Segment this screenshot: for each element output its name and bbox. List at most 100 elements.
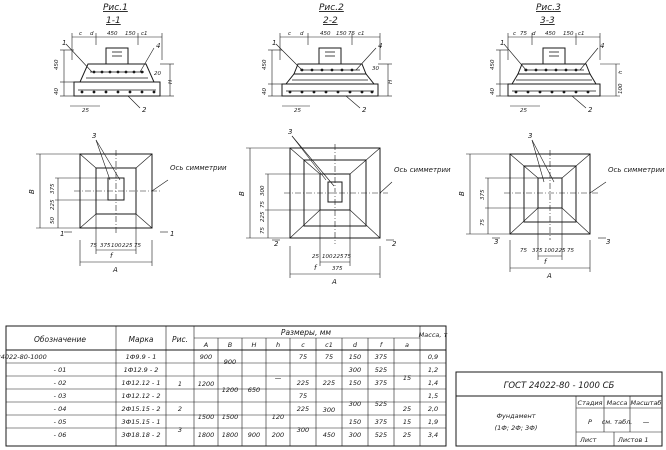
cell-designation-6: - 06 — [54, 431, 67, 439]
figure-2-plan-callout-3: 3 — [288, 128, 292, 136]
cell-f-2: 375 — [375, 379, 387, 387]
cell-h-120: 120 — [272, 413, 284, 421]
figure-1-dim-right-20: 20 — [154, 71, 161, 77]
figure-1-callout-1: 1 — [62, 39, 66, 47]
cell-c-2: 225 — [297, 379, 309, 387]
figure-2-dim-right-30: 30 — [372, 66, 379, 72]
figure-1: Рис.1 1-1 c d 450 150 c1 — [28, 3, 227, 274]
cell-a-15: 15 — [403, 374, 411, 382]
figure-2-plan-dim-225b: 225 — [333, 254, 344, 260]
figure-2-plan-dim-75c: 75 — [344, 254, 351, 260]
figure-2-callout-2: 2 — [362, 106, 367, 114]
figure-1-dim-right-H: H — [168, 80, 174, 84]
figure-2-section: 2-2 — [323, 16, 338, 26]
cell-f-6: 525 — [375, 431, 387, 439]
cell-mark-2: 1Ф12.12 - 1 — [122, 379, 161, 387]
table-header-mass: Масса, т — [419, 331, 448, 339]
cell-h-dash: — — [275, 374, 282, 382]
table-header-sizes: Размеры, мм — [281, 328, 331, 337]
cell-B-6: 1800 — [222, 431, 239, 439]
cell-mark-3: 1Ф12.12 - 2 — [122, 392, 161, 400]
cell-A-1500: 1500 — [198, 413, 215, 421]
figure-1-plan-dim-75b: 75 — [134, 243, 141, 249]
figure-2-dim-75: 75 — [348, 31, 355, 37]
title-product-sub: (1Ф; 2Ф; 3Ф) — [495, 424, 538, 432]
figure-3-plan-label-f: f — [544, 258, 548, 266]
figure-2-plan-dim-225: 225 — [260, 211, 266, 222]
figure-2-plan-dim-75: 75 — [260, 201, 266, 208]
figure-1-plan-label-A: A — [112, 266, 118, 274]
figure-3-plan-label-A: A — [546, 272, 552, 280]
size-header-3: h — [276, 341, 280, 349]
figure-3: Рис.3 3-3 c 75 d 450 150 c1 — [458, 3, 665, 280]
cell-d-1: 300 — [349, 366, 361, 374]
figure-2-dim-right-H: H — [388, 80, 394, 84]
cell-mass-6: 3,4 — [428, 431, 438, 439]
cell-fig-1: 1 — [178, 380, 182, 388]
cell-d-0: 150 — [349, 353, 361, 361]
cell-c-300: 300 — [297, 426, 309, 434]
table-header-mark: Марка — [129, 335, 154, 344]
cell-designation-4: - 04 — [54, 405, 67, 413]
figure-3-plan-dim-75b: 75 — [520, 248, 527, 254]
figure-1-dim-150: 150 — [125, 31, 136, 37]
cell-H-650: 650 — [248, 386, 260, 394]
cell-A-0: 900 — [200, 353, 212, 361]
figure-3-dim-left-40: 40 — [490, 88, 496, 95]
cell-a-5: 15 — [403, 418, 411, 426]
figure-3-dim-75: 75 — [520, 31, 527, 37]
figure-3-plan-dim-75: 75 — [480, 219, 486, 226]
figure-2-plan-dim-75b: 75 — [260, 227, 266, 234]
figure-2: Рис.2 2-2 c d 450 150 75 c1 — [238, 3, 451, 286]
cell-c-4: 225 — [297, 405, 309, 413]
cell-d-5: 150 — [349, 418, 361, 426]
cell-c1-300: 300 — [323, 406, 335, 414]
figure-1-plan-label-f: f — [110, 252, 114, 260]
cell-fig-4: 2 — [178, 405, 182, 413]
figure-3-plan-dim-B: B — [458, 191, 466, 196]
figure-3-callout-2: 2 — [588, 106, 593, 114]
figure-3-plan-dim-75c: 75 — [567, 248, 574, 254]
cell-h-6: 200 — [272, 431, 284, 439]
figure-2-plan-dim-25: 25 — [312, 254, 319, 260]
cell-c1-2: 225 — [323, 379, 335, 387]
size-header-6: d — [353, 341, 358, 349]
figure-2-section-mark-left: 2 — [274, 240, 279, 248]
size-header-7: f — [380, 341, 384, 349]
figure-1-section-mark-left: 1 — [60, 230, 64, 238]
cell-designation-3: - 03 — [54, 392, 67, 400]
spec-table: Обозначение Марка Рис. Размеры, мм Масса… — [0, 325, 448, 447]
cell-mark-1: 1Ф12.9 - 2 — [124, 366, 159, 374]
cell-designation-0: ГОСТ 24022-80-1000 — [0, 353, 47, 361]
title-block: ГОСТ 24022-80 - 1000 СБ Фундамент (1Ф; 2… — [455, 371, 663, 447]
size-header-1: B — [228, 341, 233, 349]
cell-mass-4: 2,0 — [428, 405, 438, 413]
cell-a-4: 25 — [403, 405, 411, 413]
cell-designation-1: - 01 — [54, 366, 67, 374]
figure-1-dim-450: 450 — [107, 31, 118, 37]
figure-1-section-mark-right: 1 — [170, 230, 174, 238]
title-col-stage: Стадия — [578, 399, 603, 407]
cell-f-0: 375 — [375, 353, 387, 361]
size-header-5: c1 — [325, 341, 333, 349]
figure-1-callout-2: 2 — [142, 106, 147, 114]
figure-2-callout-1: 1 — [272, 39, 276, 47]
figure-1-dim-d: d — [90, 31, 94, 37]
figure-2-dim-left-40: 40 — [262, 88, 268, 95]
cell-designation-5: - 05 — [54, 418, 67, 426]
figure-1-plan-dim-375b: 375 — [100, 243, 111, 249]
figure-3-dim-150: 150 — [563, 31, 574, 37]
figure-3-plan-dim-375b: 375 — [532, 248, 543, 254]
cell-B-1500: 1500 — [222, 413, 239, 421]
figure-1-caption: Рис.1 — [103, 3, 128, 13]
size-header-4: c — [301, 341, 305, 349]
figure-3-dim-450: 450 — [545, 31, 556, 37]
cell-mass-2: 1,4 — [428, 379, 438, 387]
figure-1-plan-dim-225b: 225 — [122, 243, 133, 249]
title-mass-value: см. табл. — [602, 418, 633, 426]
figure-1-callout-4: 4 — [156, 42, 160, 50]
cell-f-1: 525 — [375, 366, 387, 374]
figure-3-section-mark-left: 3 — [494, 238, 498, 246]
figure-1-plan-dim-75: 75 — [90, 243, 97, 249]
